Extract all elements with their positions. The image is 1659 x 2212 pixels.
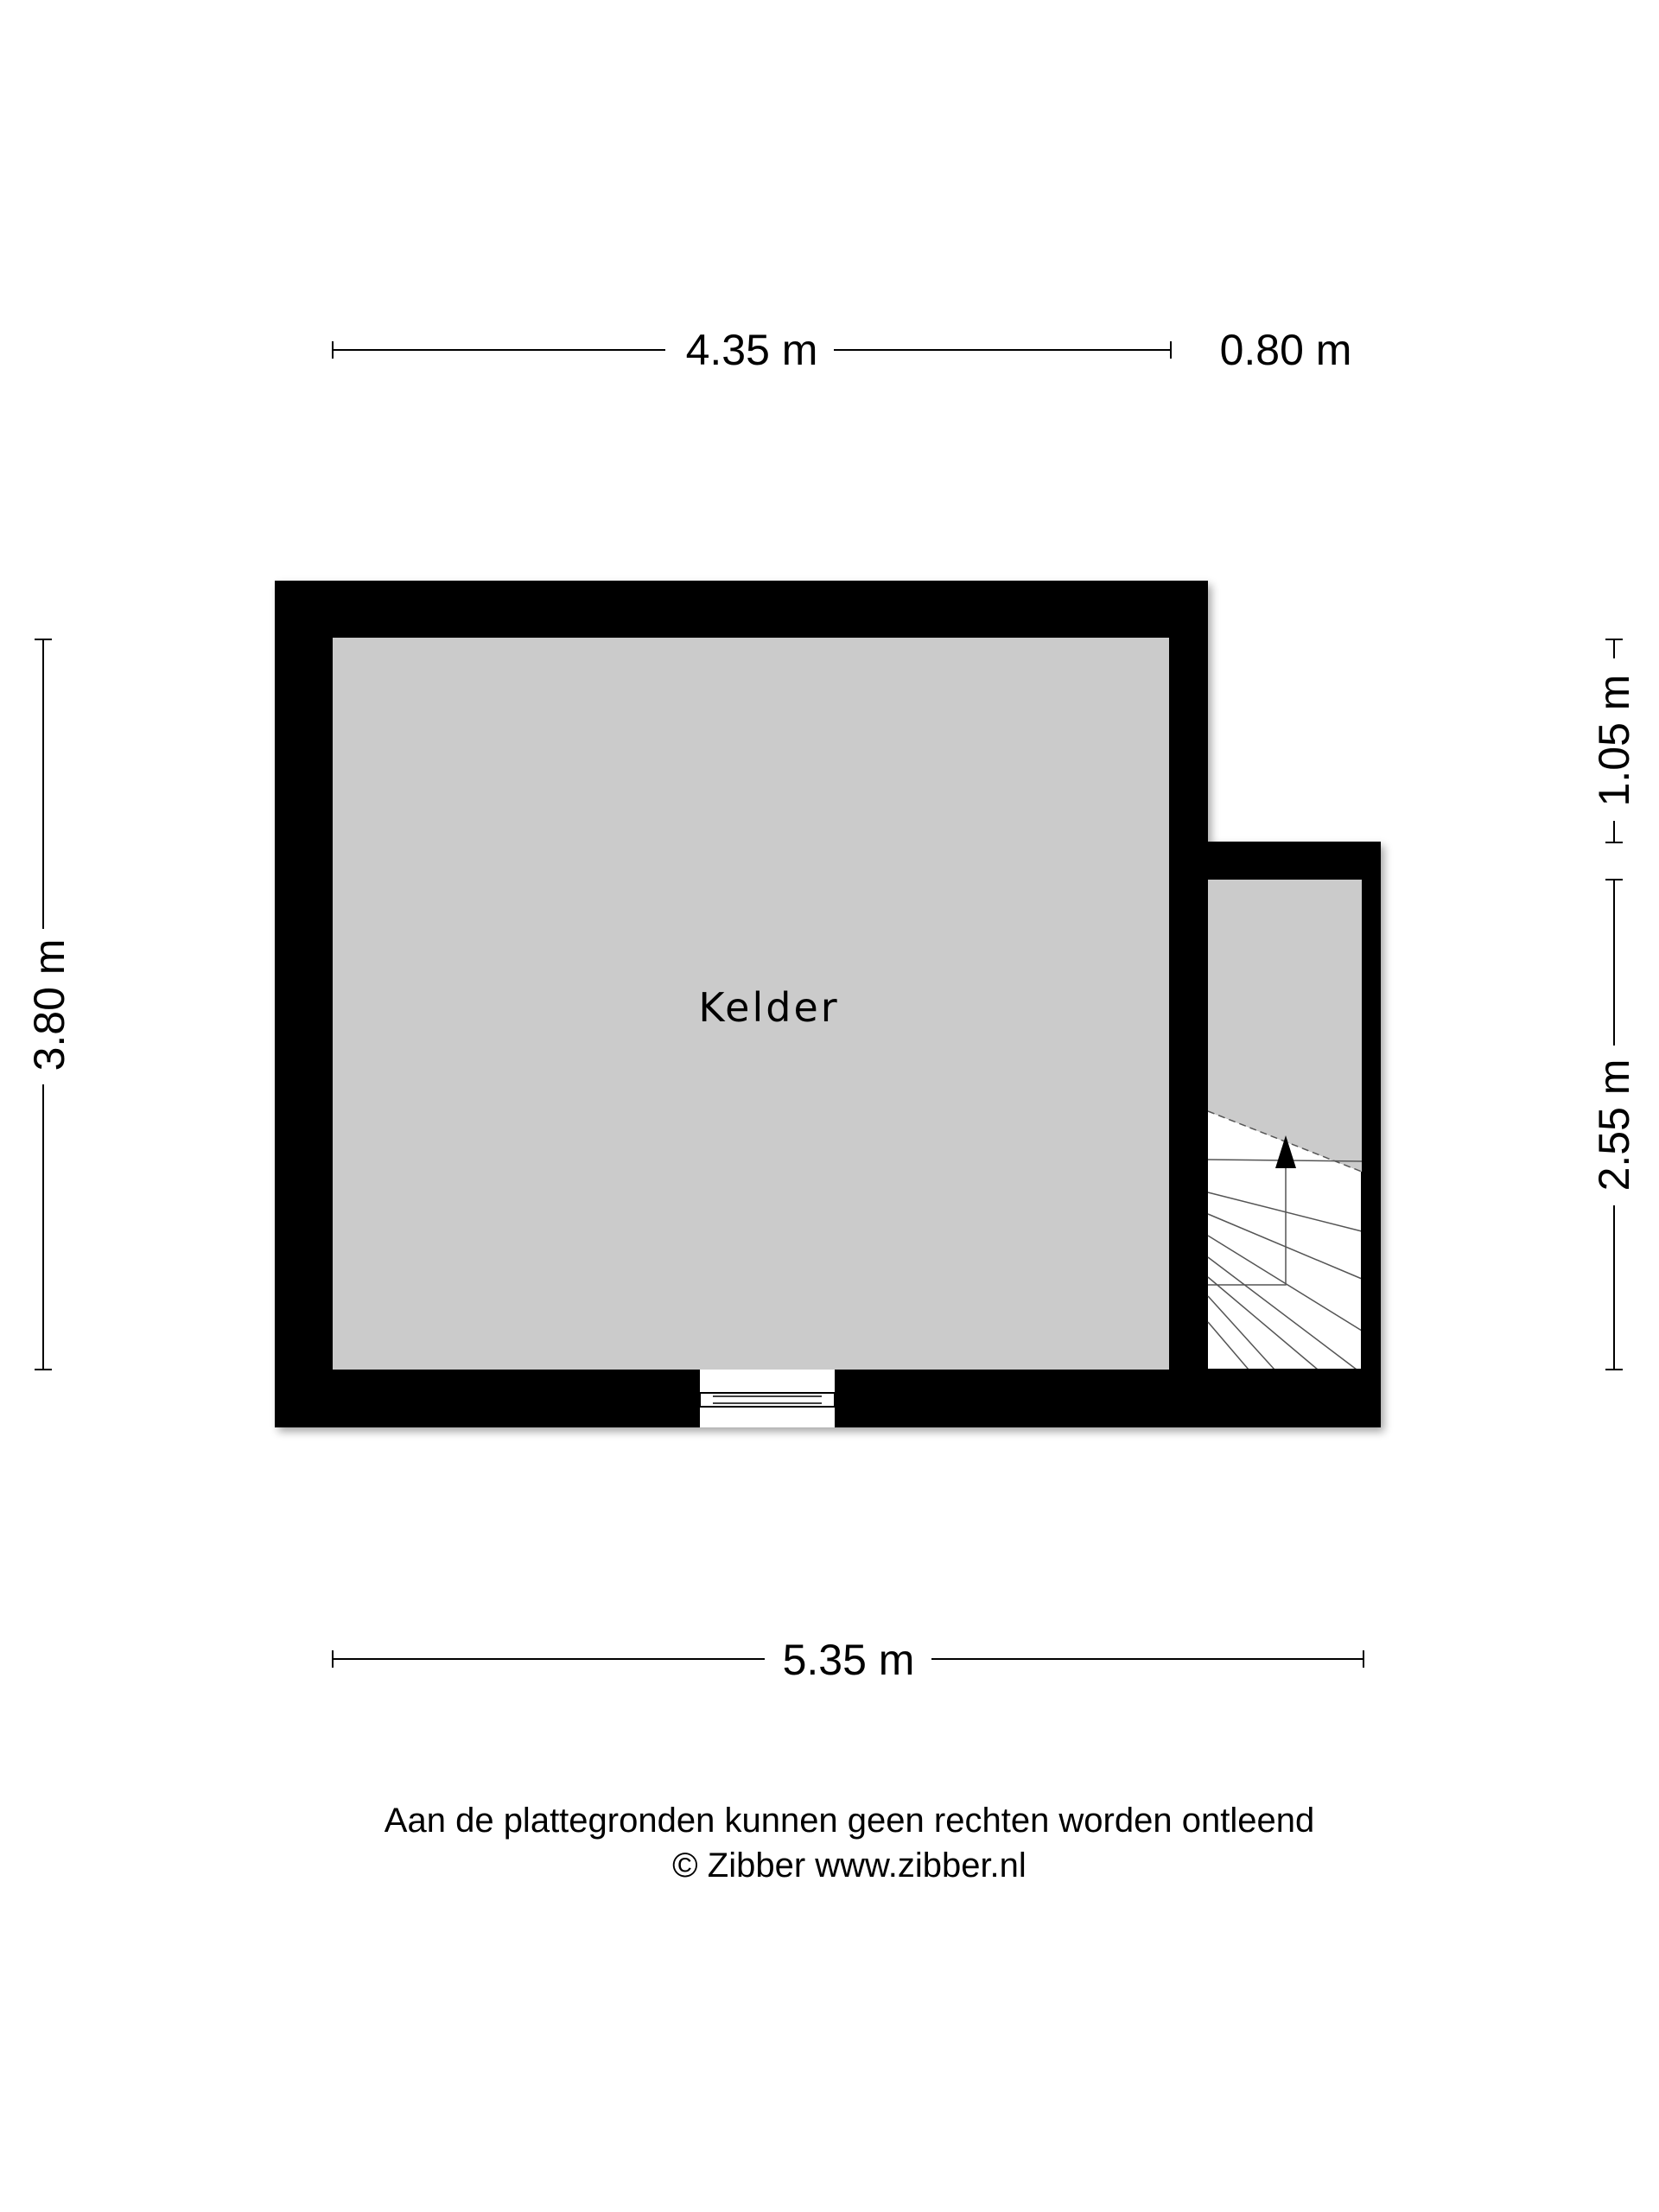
dimension-right-upper: 1.05 m (1590, 639, 1638, 843)
dimension-right-lower-label: 2.55 m (1590, 1059, 1638, 1192)
dimension-bottom: 5.35 m (332, 1636, 1364, 1684)
dimension-right-lower: 2.55 m (1590, 879, 1638, 1370)
room-side (1208, 880, 1362, 1172)
room-label-kelder: Kelder (698, 984, 839, 1031)
bottom-window (699, 1370, 836, 1427)
stair-direction-arrow-icon (1275, 1135, 1296, 1168)
footer-disclaimer: Aan de plattegronden kunnen geen rechten… (385, 1802, 1314, 1840)
dimension-right-upper-label: 1.05 m (1590, 675, 1638, 807)
dimension-top-main-label: 4.35 m (686, 326, 818, 374)
footer-copyright: © Zibber www.zibber.nl (672, 1847, 1027, 1885)
staircase (1207, 1110, 1363, 1370)
inner-wall (1169, 842, 1208, 1220)
dimension-left: 3.80 m (25, 639, 73, 1370)
dimension-bottom-label: 5.35 m (783, 1636, 915, 1684)
dimension-top-extra-label: 0.80 m (1220, 326, 1352, 374)
room-kelder (333, 638, 1169, 1370)
dimension-left-label: 3.80 m (25, 939, 73, 1071)
dimension-top-main: 4.35 m (332, 326, 1172, 374)
